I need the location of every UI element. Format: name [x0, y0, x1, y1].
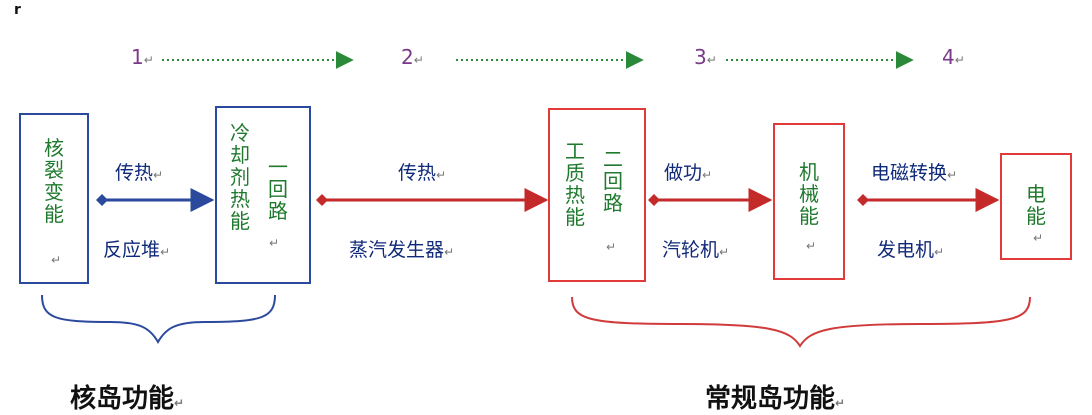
arrow-mechanical-diamond: [857, 194, 869, 206]
step-number-2: 2↵: [401, 45, 424, 69]
label-reactor: 反应堆↵: [103, 239, 171, 261]
label-heat-transfer-2: 传热↵: [398, 162, 447, 184]
box-electric-energy: 电能 ↵: [1000, 153, 1072, 260]
step-number-3: 3↵: [694, 45, 717, 69]
label-work: 做功↵: [664, 162, 713, 184]
label-steam-generator: 蒸汽发生器↵: [349, 239, 455, 261]
arrow-coolant-diamond: [316, 194, 328, 206]
coolant-heat-label: 冷却剂热能: [230, 121, 250, 233]
brace-conventional-island: [571, 296, 1031, 348]
arrow-working-diamond: [648, 194, 660, 206]
label-turbine: 汽轮机↵: [662, 239, 730, 261]
box-coolant-heat: 冷却剂热能 一回路 ↵: [215, 106, 311, 284]
label-generator: 发电机↵: [877, 239, 945, 261]
arrow-fission-diamond: [96, 194, 108, 206]
fission-energy-label: 核裂变能: [44, 136, 64, 226]
mechanical-energy-label: 机械能: [799, 160, 819, 228]
step-number-4: 4↵: [942, 45, 965, 69]
secondary-loop-label: 二回路: [603, 147, 623, 215]
brace-nuclear-island: [41, 294, 276, 345]
electric-energy-label: 电能: [1026, 182, 1046, 228]
box-working-fluid-heat: 工质热能 二回路 ↵: [548, 108, 646, 282]
corner-mark: r: [14, 2, 21, 18]
nuclear-island-title: 核岛功能↵: [70, 384, 185, 414]
step-number-1: 1↵: [131, 45, 154, 69]
working-fluid-heat-label: 工质热能: [565, 139, 585, 229]
label-em-conversion: 电磁转换↵: [871, 162, 958, 184]
box-mechanical-energy: 机械能 ↵: [773, 123, 845, 280]
diagram-lines: [41, 51, 1031, 348]
box-fission-energy: 核裂变能 ↵: [19, 113, 89, 284]
conventional-island-title: 常规岛功能↵: [705, 384, 846, 414]
primary-loop-label: 一回路: [268, 155, 288, 223]
label-heat-transfer-1: 传热↵: [115, 162, 164, 184]
